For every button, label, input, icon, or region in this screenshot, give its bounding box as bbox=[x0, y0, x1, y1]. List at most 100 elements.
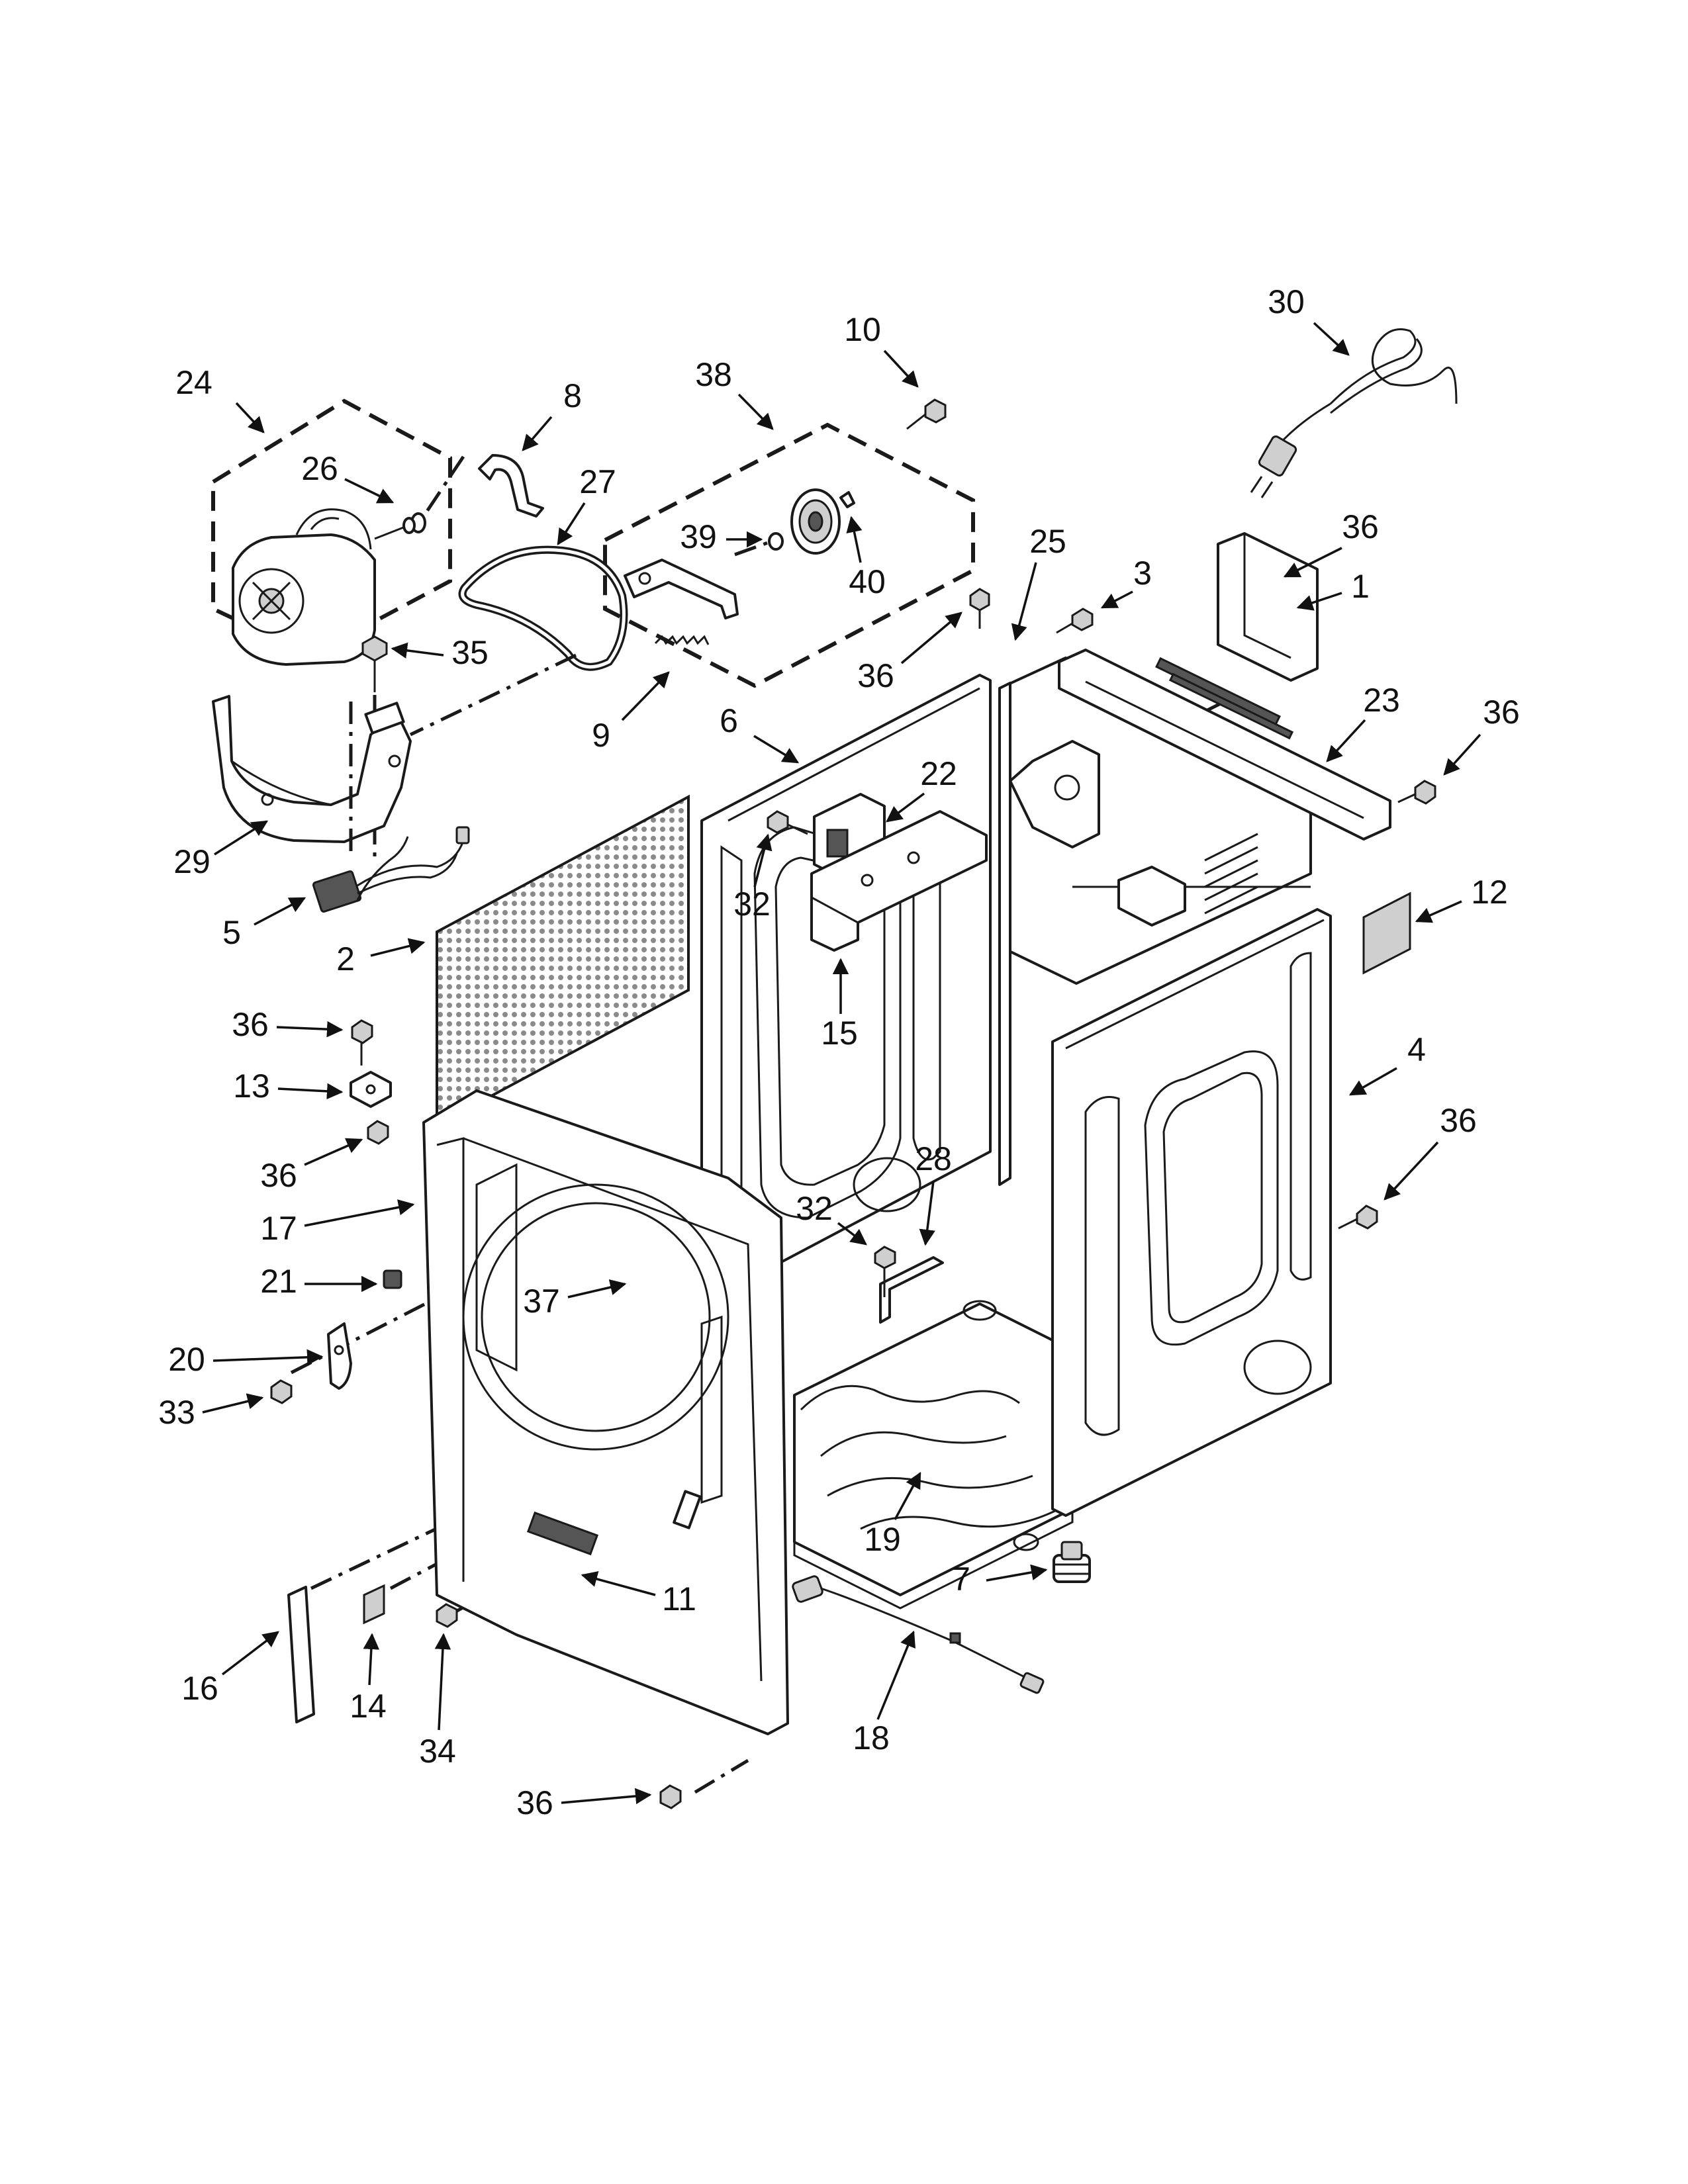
svg-text:36: 36 bbox=[260, 1157, 297, 1194]
callout-4: 4 bbox=[1348, 1031, 1426, 1096]
side-panel-screw bbox=[1338, 1205, 1378, 1230]
callout-6: 6 bbox=[720, 702, 800, 764]
svg-text:36: 36 bbox=[1440, 1102, 1477, 1139]
idler-screw bbox=[969, 588, 990, 629]
callout-14: 14 bbox=[350, 1633, 387, 1725]
front-panel bbox=[422, 1089, 789, 1735]
svg-text:28: 28 bbox=[915, 1140, 952, 1177]
callout-39: 39 bbox=[680, 518, 763, 555]
svg-text:13: 13 bbox=[233, 1068, 270, 1105]
svg-text:21: 21 bbox=[260, 1263, 297, 1300]
svg-text:25: 25 bbox=[1029, 523, 1066, 560]
drive-motor bbox=[232, 508, 376, 666]
motor-mount bbox=[212, 695, 412, 843]
callout-34: 34 bbox=[419, 1633, 456, 1770]
svg-text:34: 34 bbox=[419, 1733, 456, 1770]
svg-text:27: 27 bbox=[579, 463, 616, 500]
svg-text:35: 35 bbox=[451, 634, 489, 671]
callout-20: 20 bbox=[168, 1341, 324, 1378]
svg-text:20: 20 bbox=[168, 1341, 205, 1378]
idler-washer bbox=[768, 532, 784, 551]
callout-19: 19 bbox=[864, 1471, 921, 1558]
callout-8: 8 bbox=[522, 377, 582, 451]
motor-bolt bbox=[361, 635, 388, 860]
svg-text:22: 22 bbox=[920, 755, 957, 792]
door-strike bbox=[383, 1269, 402, 1289]
callout-36-e: 36 bbox=[1383, 1102, 1477, 1201]
svg-text:16: 16 bbox=[181, 1670, 218, 1707]
idler-assembly-group bbox=[603, 422, 975, 688]
callout-22: 22 bbox=[886, 755, 957, 823]
front-panel-clip bbox=[350, 1071, 392, 1108]
pulley-clip bbox=[839, 491, 855, 508]
svg-text:12: 12 bbox=[1471, 874, 1508, 911]
rating-label bbox=[1362, 891, 1411, 975]
top-panel-screw bbox=[1056, 608, 1094, 634]
svg-text:5: 5 bbox=[222, 914, 241, 951]
svg-text:2: 2 bbox=[336, 940, 355, 978]
callout-12: 12 bbox=[1415, 874, 1508, 923]
svg-text:38: 38 bbox=[695, 356, 732, 393]
front-panel-screw-left bbox=[367, 1120, 389, 1145]
svg-text:37: 37 bbox=[523, 1283, 560, 1320]
callout-38: 38 bbox=[695, 356, 774, 430]
callout-16: 16 bbox=[181, 1631, 279, 1707]
drive-belt bbox=[458, 545, 628, 671]
callout-18: 18 bbox=[853, 1630, 915, 1756]
svg-text:15: 15 bbox=[821, 1015, 858, 1052]
switch-screw-upper bbox=[767, 810, 808, 835]
svg-text:36: 36 bbox=[1342, 508, 1379, 545]
svg-text:36: 36 bbox=[857, 657, 894, 694]
callout-7: 7 bbox=[952, 1561, 1048, 1598]
callout-35: 35 bbox=[391, 634, 489, 671]
svg-text:32: 32 bbox=[733, 886, 771, 923]
badge-label bbox=[363, 1584, 385, 1625]
svg-text:7: 7 bbox=[952, 1561, 970, 1598]
callout-1: 1 bbox=[1296, 568, 1370, 611]
callout-10: 10 bbox=[844, 311, 919, 388]
switch-bracket bbox=[810, 810, 988, 952]
rear-vents bbox=[1204, 833, 1258, 915]
callout-3: 3 bbox=[1100, 555, 1152, 609]
callout-21: 21 bbox=[260, 1263, 378, 1300]
callout-15: 15 bbox=[821, 958, 858, 1052]
callout-2: 2 bbox=[336, 938, 426, 978]
svg-text:23: 23 bbox=[1363, 682, 1400, 719]
callout-32-a: 32 bbox=[733, 833, 773, 923]
svg-text:29: 29 bbox=[173, 843, 211, 880]
right-side-panel bbox=[1051, 908, 1332, 1517]
svg-text:33: 33 bbox=[158, 1394, 195, 1431]
callout-24: 24 bbox=[175, 364, 265, 433]
callout-36-g: 36 bbox=[516, 1784, 652, 1821]
svg-text:19: 19 bbox=[864, 1521, 901, 1558]
top-screw bbox=[906, 398, 947, 430]
top-rail-screw bbox=[1397, 780, 1436, 805]
idler-bracket bbox=[624, 559, 739, 619]
svg-text:3: 3 bbox=[1133, 555, 1152, 592]
svg-text:30: 30 bbox=[1268, 283, 1305, 320]
svg-text:36: 36 bbox=[232, 1006, 269, 1043]
base-screw bbox=[874, 1246, 896, 1297]
filter-screen bbox=[436, 794, 690, 1128]
leveling-leg bbox=[1053, 1541, 1091, 1583]
callout-29: 29 bbox=[173, 820, 269, 880]
svg-text:40: 40 bbox=[849, 563, 886, 600]
callouts: 24 8 38 10 30 26 27 39 40 25 36 3 1 35 3… bbox=[158, 283, 1520, 1821]
motor-clamp bbox=[478, 454, 544, 518]
callout-36-b: 36 bbox=[857, 612, 962, 694]
svg-text:39: 39 bbox=[680, 518, 717, 555]
motor-assembly-group bbox=[211, 398, 452, 666]
callout-37: 37 bbox=[523, 1279, 627, 1320]
callout-17: 17 bbox=[260, 1199, 415, 1247]
callout-23: 23 bbox=[1326, 682, 1400, 762]
cabinet-rear-top bbox=[998, 649, 1391, 1186]
power-cord bbox=[1250, 328, 1458, 498]
svg-text:10: 10 bbox=[844, 311, 881, 348]
callout-30: 30 bbox=[1268, 283, 1350, 356]
svg-text:26: 26 bbox=[301, 450, 338, 487]
svg-text:17: 17 bbox=[260, 1210, 297, 1247]
svg-text:14: 14 bbox=[350, 1688, 387, 1725]
hinge-screw bbox=[270, 1379, 293, 1404]
bracket-bolt bbox=[351, 1019, 373, 1066]
svg-text:36: 36 bbox=[516, 1784, 553, 1821]
